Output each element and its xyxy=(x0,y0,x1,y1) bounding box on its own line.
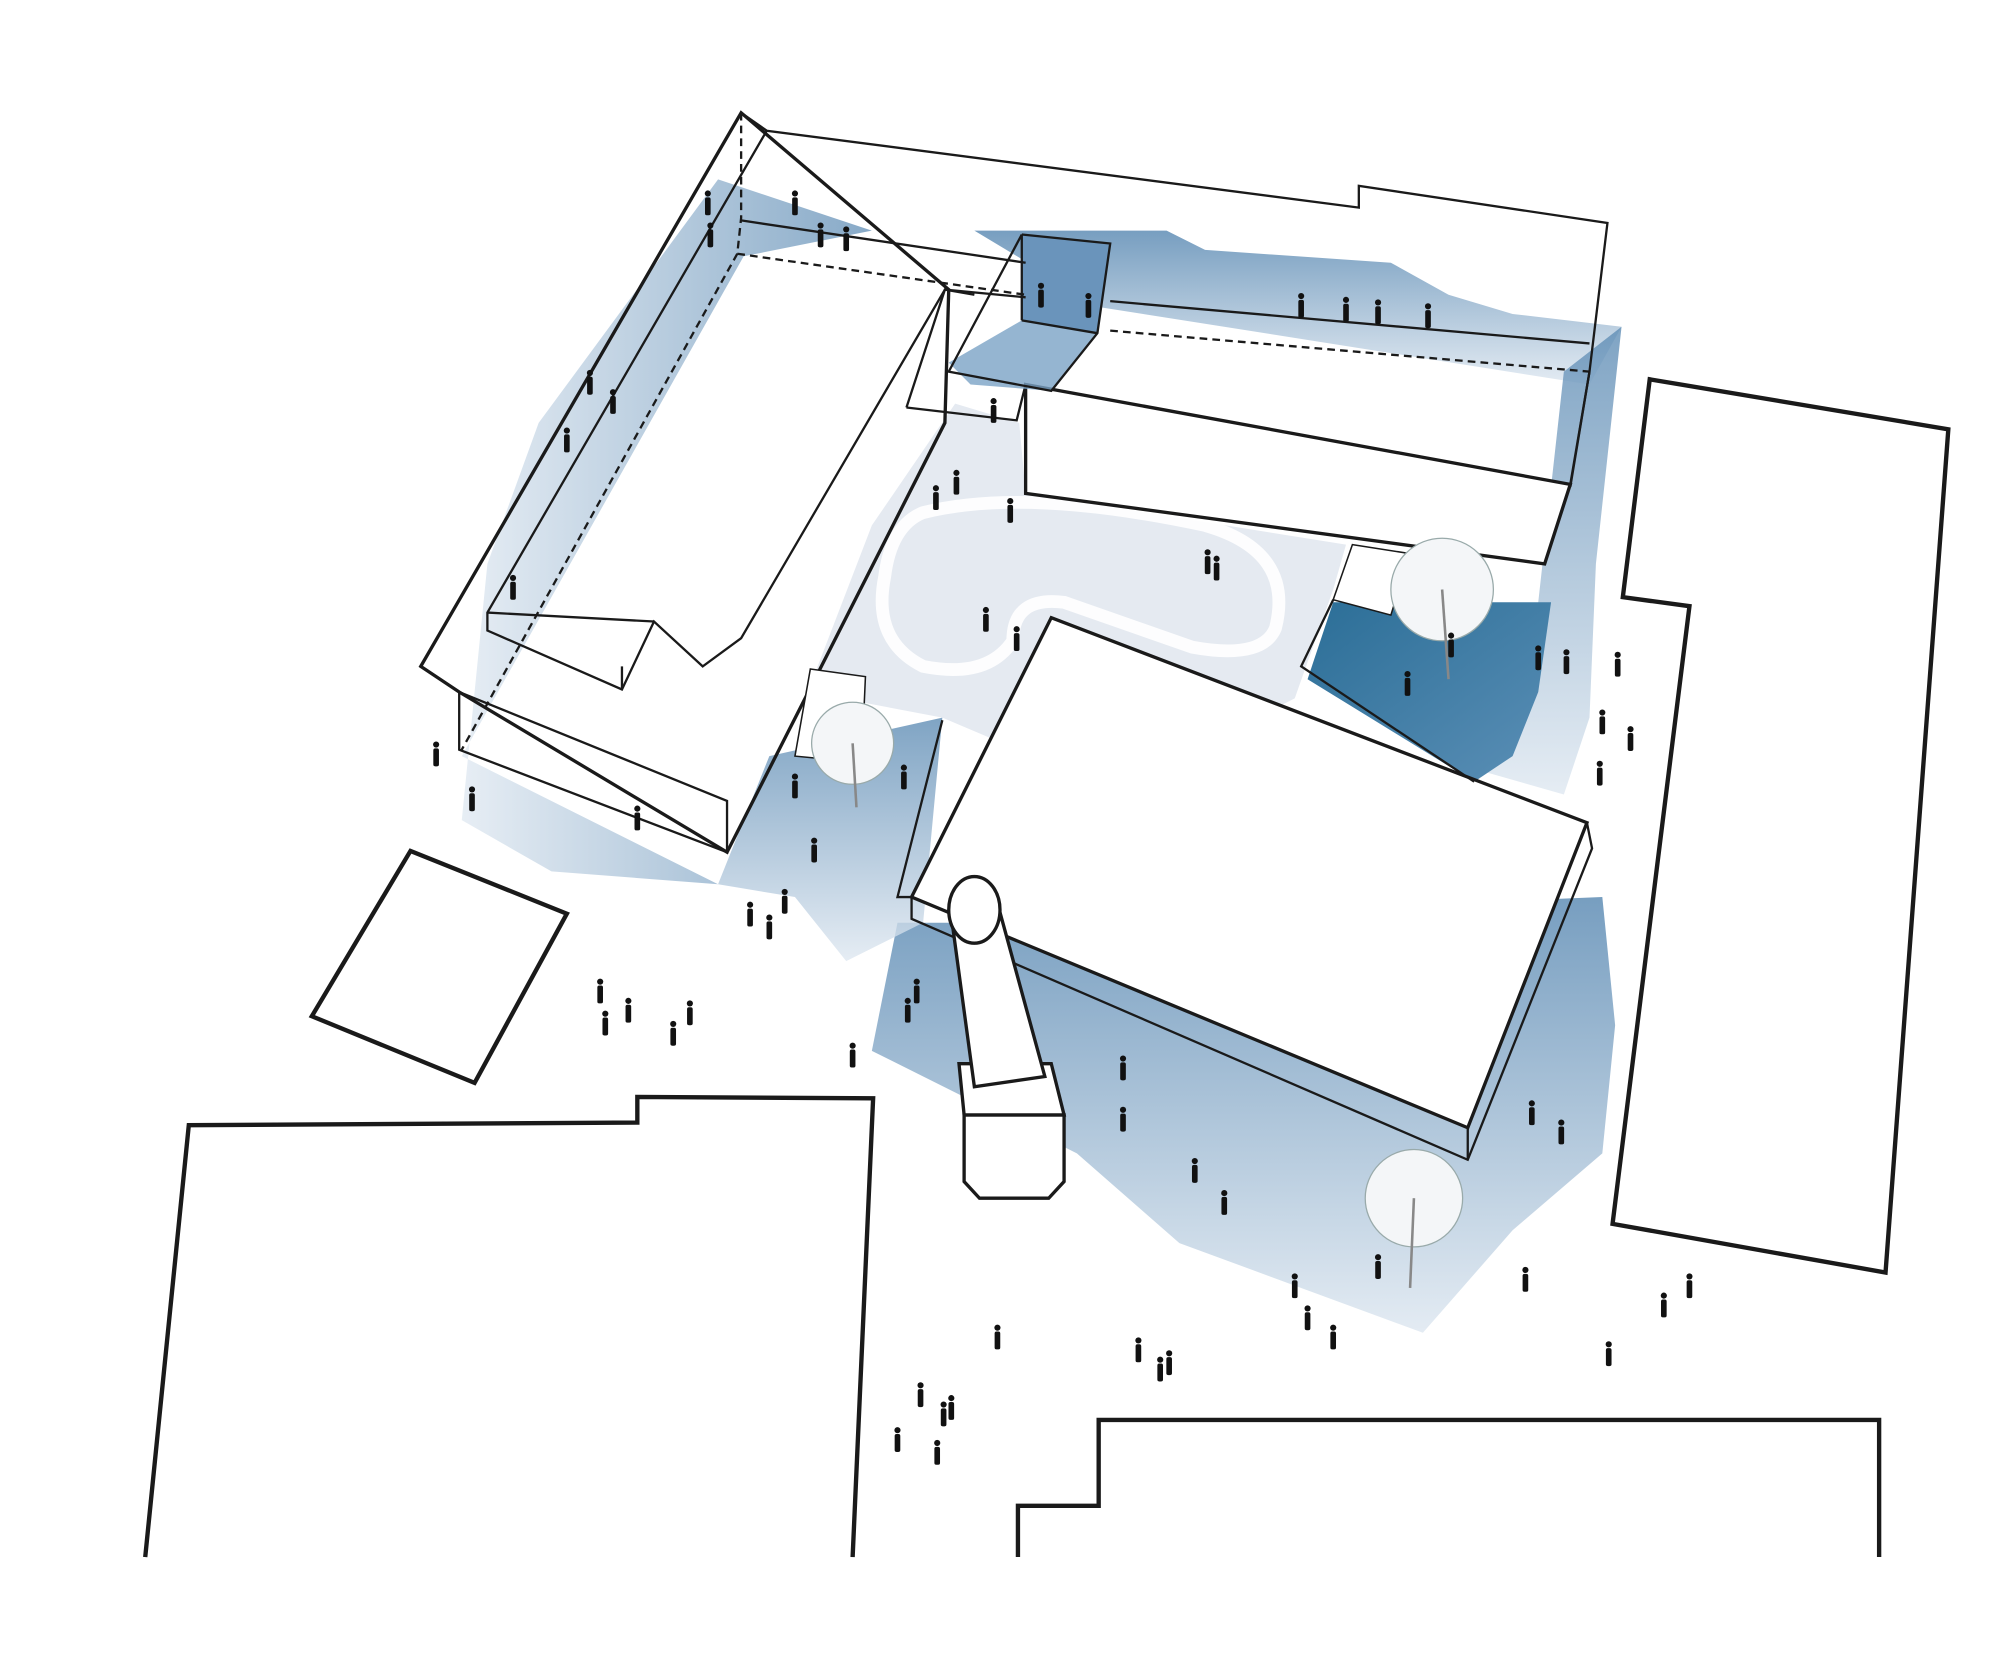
person-figure xyxy=(1213,555,1220,581)
person-figure xyxy=(1013,626,1020,652)
person-figure xyxy=(1191,1157,1198,1183)
person-figure xyxy=(1119,1106,1127,1132)
person-figure xyxy=(747,901,754,927)
person-figure xyxy=(811,837,818,863)
person-figure xyxy=(953,469,960,495)
person-figure xyxy=(1535,645,1542,671)
person-figure xyxy=(1342,296,1350,322)
person-figure xyxy=(433,741,440,767)
chimney xyxy=(947,874,1067,1200)
person-figure xyxy=(1157,1356,1164,1382)
front-building xyxy=(895,615,1594,1162)
person-figure xyxy=(1298,292,1305,318)
person-figure xyxy=(1528,1100,1535,1126)
person-figure xyxy=(597,978,604,1004)
zone-tower xyxy=(1021,234,1111,334)
person-figure xyxy=(586,369,593,395)
person-figure xyxy=(563,427,570,453)
zone-north-roof xyxy=(974,230,1622,385)
person-figure xyxy=(948,1395,955,1420)
person-figure xyxy=(609,389,617,414)
person-figure xyxy=(1037,282,1045,308)
person-figure xyxy=(913,978,920,1004)
person-figure xyxy=(817,222,824,248)
neighbor-building-east xyxy=(1610,376,1951,1276)
person-figure xyxy=(994,1324,1001,1350)
person-figure xyxy=(990,398,997,423)
person-figure xyxy=(1119,1055,1127,1081)
person-figure xyxy=(1007,497,1014,523)
zone-east-pool xyxy=(1307,602,1552,782)
neighbor-building-south xyxy=(1015,1417,1882,1558)
person-figure xyxy=(932,485,939,511)
person-figure xyxy=(1605,1341,1612,1367)
person-figure xyxy=(634,805,641,831)
person-figure xyxy=(766,914,773,940)
person-figure xyxy=(1166,1350,1173,1376)
person-figure xyxy=(843,226,850,252)
person-figure xyxy=(1599,709,1606,735)
person-figure xyxy=(1304,1305,1311,1331)
tree-east xyxy=(1390,537,1495,680)
person-figure xyxy=(1404,671,1411,696)
courtyard-loop-path xyxy=(875,495,1286,676)
person-figure xyxy=(904,997,911,1023)
person-figure xyxy=(849,1042,856,1068)
neighbor-building-southwest xyxy=(143,1094,876,1558)
person-figure xyxy=(625,997,632,1023)
person-figure xyxy=(1596,760,1603,786)
zone-west-stair xyxy=(718,717,943,962)
tree-west xyxy=(810,701,895,808)
person-figure xyxy=(1291,1273,1298,1299)
person-figure xyxy=(1374,1254,1382,1279)
person-figure xyxy=(509,574,517,600)
person-figure xyxy=(917,1382,924,1408)
person-figure xyxy=(1204,549,1211,575)
person-figure xyxy=(791,773,799,799)
person-figure xyxy=(1424,303,1432,329)
person-figure xyxy=(900,764,907,790)
zone-west-edge xyxy=(461,179,872,885)
person-figure xyxy=(707,222,714,248)
person-figure xyxy=(1558,1119,1565,1145)
person-figure xyxy=(791,190,799,216)
person-figure xyxy=(1330,1324,1337,1350)
pool-edge xyxy=(1299,599,1475,783)
person-figure xyxy=(1135,1337,1142,1363)
person-figure xyxy=(1374,299,1382,325)
person-figure xyxy=(1522,1266,1529,1292)
person-figure xyxy=(602,1010,609,1036)
person-figure xyxy=(1448,632,1455,658)
person-figure xyxy=(1221,1190,1228,1215)
main-building-north-wing xyxy=(905,288,1591,566)
person-figure xyxy=(940,1401,947,1427)
person-figure xyxy=(1660,1292,1667,1318)
tree-south xyxy=(1364,1148,1464,1288)
tower-block xyxy=(946,233,1112,393)
person-figure xyxy=(1085,292,1092,318)
people-figures xyxy=(433,190,1693,1465)
person-figure xyxy=(894,1427,901,1452)
person-figure xyxy=(1614,651,1621,677)
person-figure xyxy=(781,888,788,914)
person-figure xyxy=(1686,1273,1693,1299)
person-figure xyxy=(468,786,476,812)
person-figure xyxy=(1563,649,1570,675)
person-figure xyxy=(982,606,989,632)
person-figure xyxy=(670,1020,677,1046)
person-figure xyxy=(1627,726,1634,751)
neighbor-building-west-square xyxy=(308,848,570,1086)
person-figure xyxy=(704,190,711,216)
person-figure xyxy=(686,1000,693,1026)
person-figure xyxy=(934,1439,941,1465)
